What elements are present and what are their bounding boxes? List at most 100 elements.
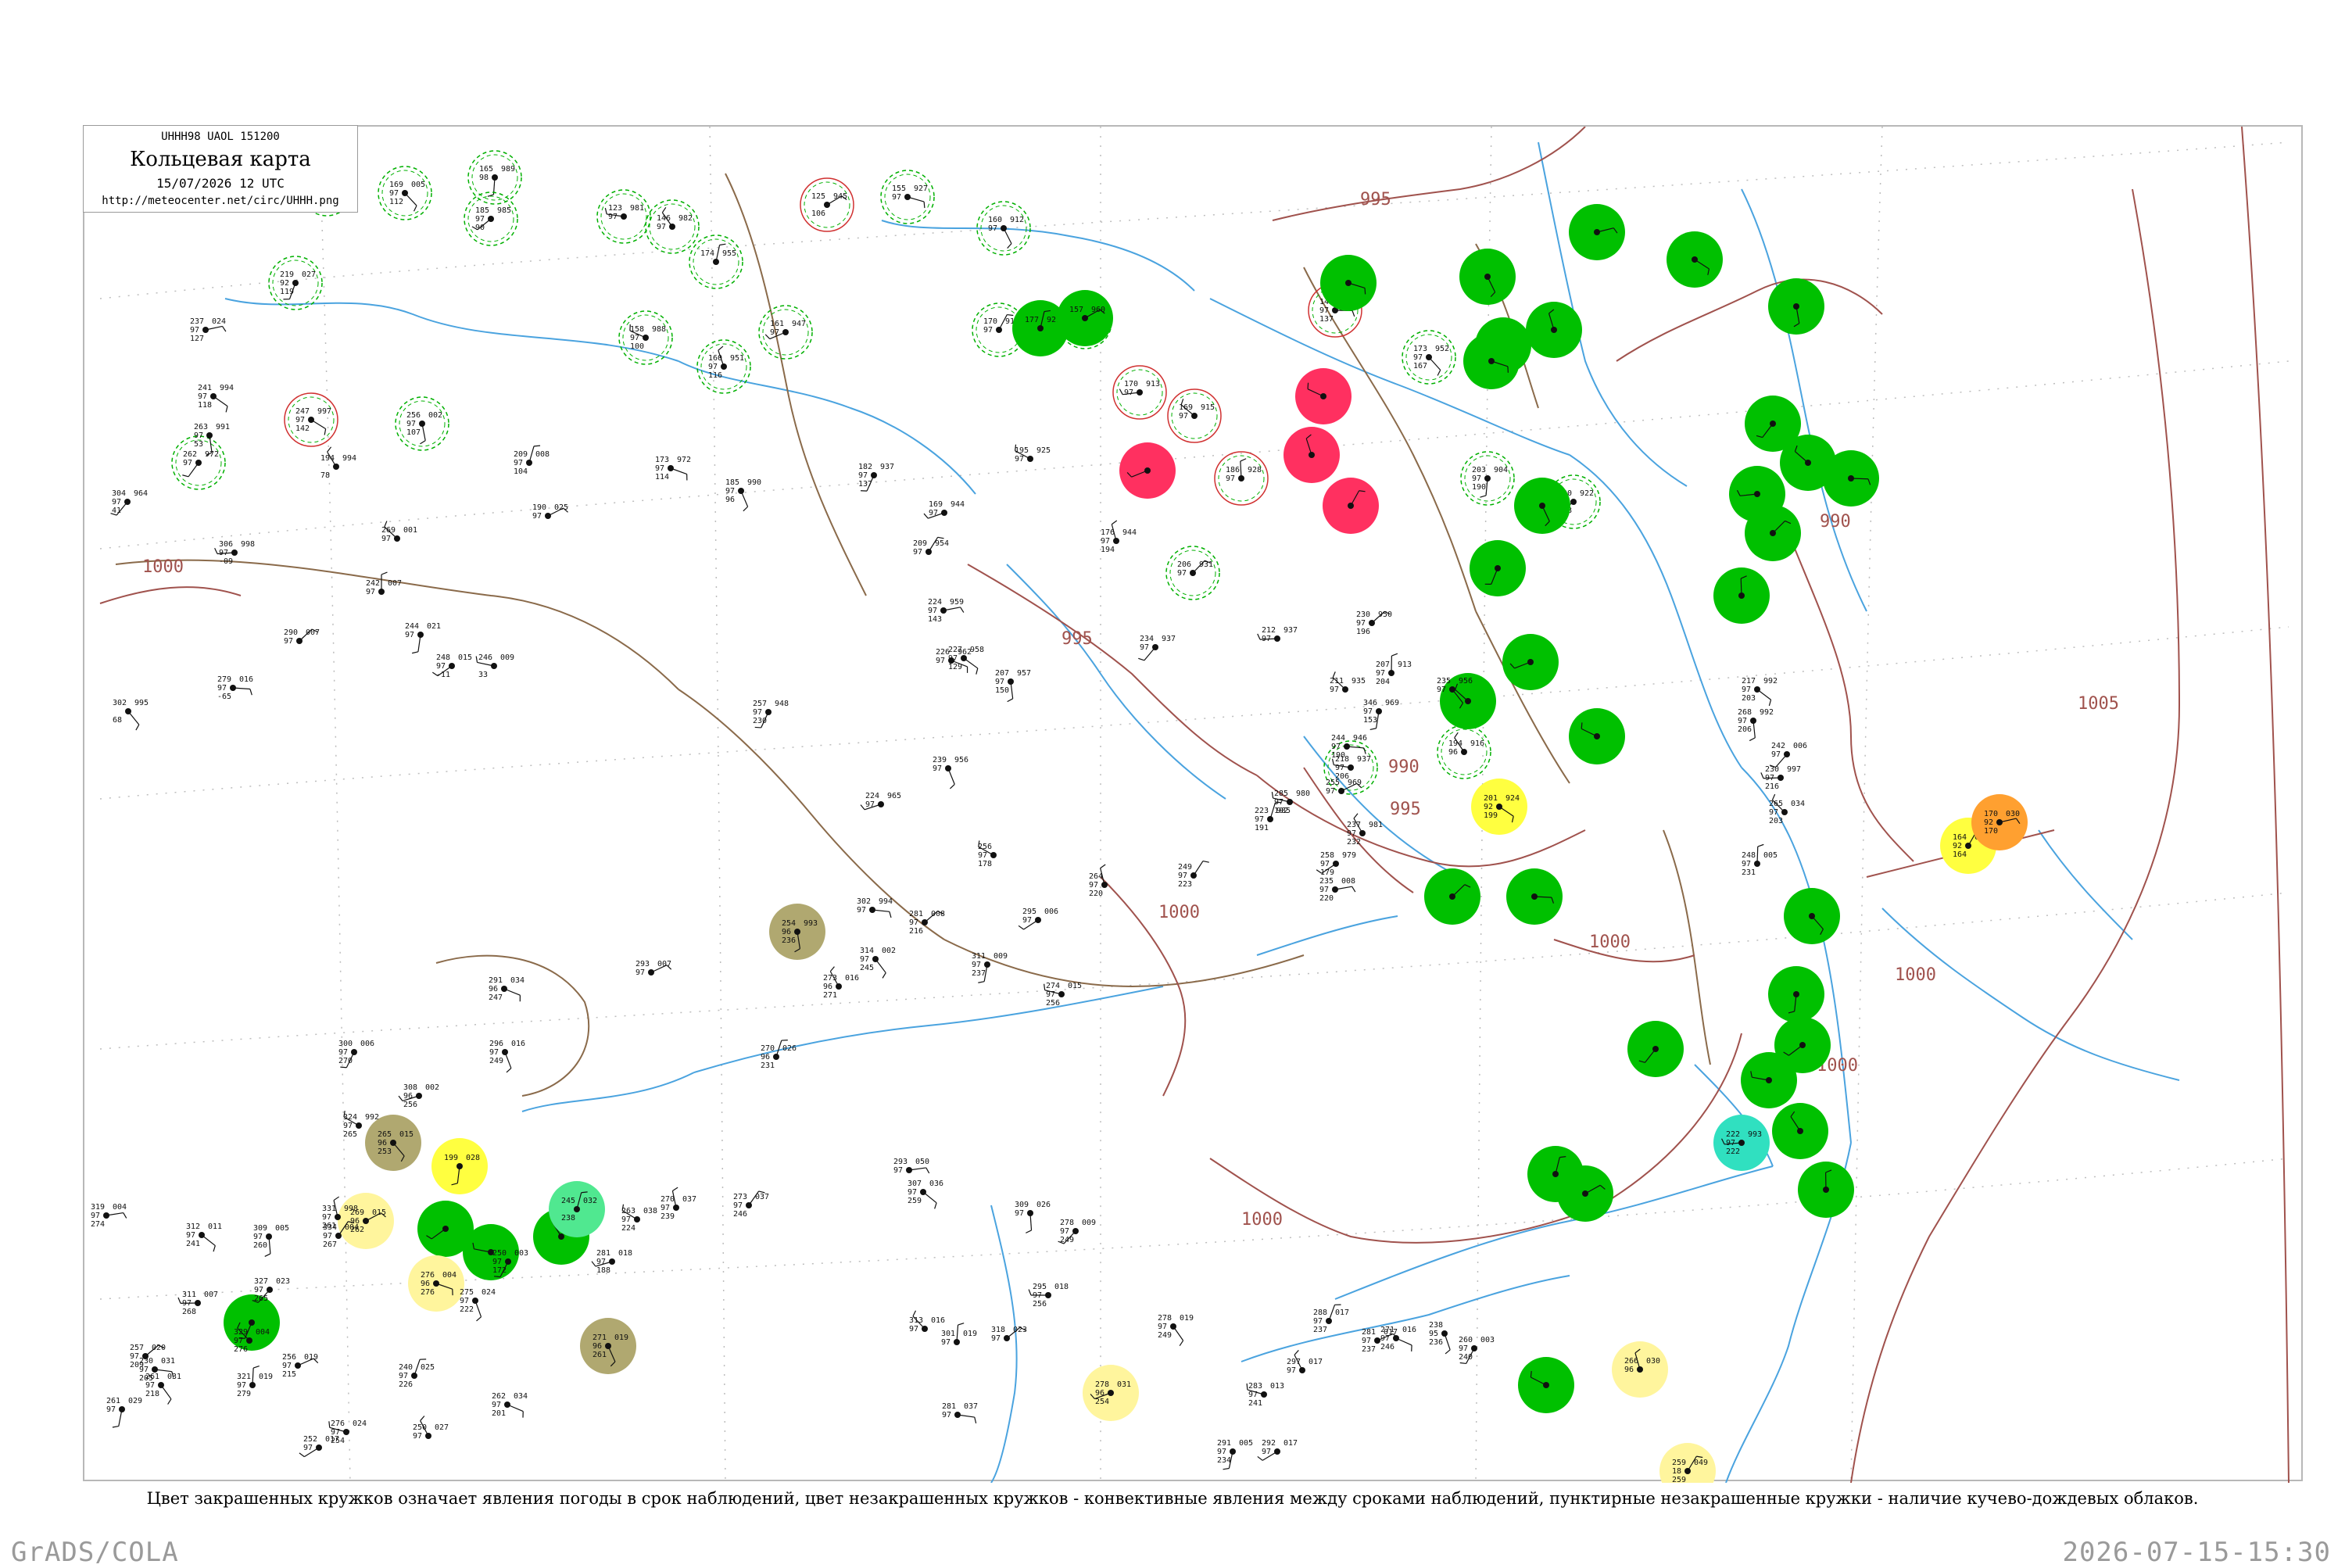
station-plot[interactable] bbox=[1557, 1165, 1613, 1222]
station-plot[interactable] bbox=[1506, 868, 1563, 925]
station-plot[interactable] bbox=[1627, 1021, 1684, 1077]
station-plot[interactable] bbox=[1502, 634, 1559, 690]
station-plot[interactable] bbox=[1470, 540, 1526, 596]
station-plot[interactable] bbox=[1283, 427, 1340, 483]
station-plot[interactable] bbox=[1745, 505, 1801, 561]
station-plot[interactable] bbox=[1772, 1103, 1828, 1159]
station-plot[interactable] bbox=[1320, 255, 1377, 311]
station-plot[interactable] bbox=[1463, 333, 1520, 389]
station-plot[interactable] bbox=[1119, 442, 1176, 499]
source-url[interactable]: http://meteocenter.net/circ/UHHH.png bbox=[84, 195, 357, 207]
station-plot[interactable] bbox=[1713, 567, 1770, 624]
station-plot[interactable] bbox=[1823, 450, 1879, 507]
station-plot[interactable] bbox=[1667, 231, 1723, 288]
station-plot[interactable] bbox=[1424, 868, 1480, 925]
station-plot[interactable] bbox=[1295, 368, 1352, 424]
station-plot[interactable] bbox=[1569, 204, 1625, 260]
station-plot[interactable] bbox=[1526, 302, 1582, 358]
station-plot[interactable] bbox=[1768, 966, 1824, 1022]
